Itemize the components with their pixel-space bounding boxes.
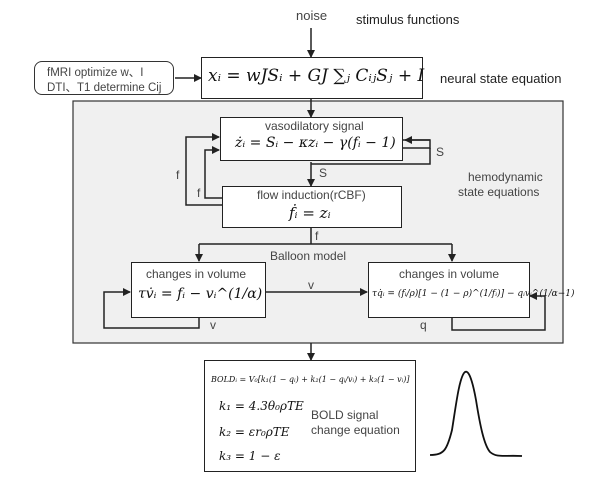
volume-left-title: changes in volume	[146, 267, 247, 281]
volume-left-equation: τv̇ᵢ = fᵢ − vᵢ^(1/α)	[138, 286, 263, 302]
loop-f-outer	[185, 133, 222, 206]
fmri-line1: fMRI optimize w、I	[47, 67, 144, 79]
edge-label-f-outer: f	[176, 168, 180, 182]
volume-right-box: changes in volume τq̇ᵢ = (fᵢ/ρ)[1 − (1 −…	[368, 262, 574, 318]
bold-response-curve	[429, 370, 523, 457]
edge-label-q: q	[420, 318, 427, 332]
flow-title: flow induction(rCBF)	[257, 188, 366, 202]
edge-label-f-inner: f	[197, 186, 201, 200]
vasodilatory-box: vasodilatory signal żᵢ = Sᵢ − κzᵢ − γ(fᵢ…	[220, 117, 403, 161]
neural-equation-box: xᵢ = wJSᵢ + GJ ∑ⱼ CᵢⱼSⱼ + I	[201, 57, 425, 99]
k1-equation: k₁ = 4.3θ₀ρTE	[219, 399, 304, 413]
neural-equation: xᵢ = wJSᵢ + GJ ∑ⱼ CᵢⱼSⱼ + I	[208, 66, 425, 86]
edge-label-v-top: v	[308, 278, 314, 292]
k2-equation: k₂ = εr₀ρTE	[219, 425, 290, 439]
balloon-label: Balloon model	[270, 249, 347, 263]
hemodynamic-label-2: state equations	[458, 185, 540, 199]
bold-label-2: change equation	[311, 423, 400, 437]
noise-label: noise	[296, 8, 328, 23]
bold-label-1: BOLD signal	[311, 408, 379, 422]
k3-equation: k₃ = 1 − ε	[219, 449, 281, 463]
vasodilatory-title: vasodilatory signal	[265, 119, 364, 133]
edge-label-f-mid: f	[315, 229, 319, 243]
edge-label-s-mid: S	[319, 166, 328, 180]
bold-box: BOLDᵢ = V₀[k₁(1 − qᵢ) + k₂(1 − qᵢ/vᵢ) + …	[204, 360, 416, 472]
vasodilatory-equation: żᵢ = Sᵢ − κzᵢ − γ(fᵢ − 1)	[235, 135, 396, 151]
loop-v-left	[103, 288, 200, 329]
volume-right-equation: τq̇ᵢ = (fᵢ/ρ)[1 − (1 − ρ)^(1/fᵢ)] − qᵢvᵢ…	[372, 289, 575, 299]
neural-label: neural state equation	[440, 71, 562, 86]
stimulus-label: stimulus functions	[356, 12, 460, 27]
fmri-line2: DTI、T1 determine Cij	[47, 82, 162, 94]
bold-equation: BOLDᵢ = V₀[k₁(1 − qᵢ) + k₂(1 − qᵢ/vᵢ) + …	[211, 375, 410, 384]
edge-label-s-right: S	[436, 145, 445, 159]
flow-box: flow induction(rCBF) ḟᵢ = zᵢ	[222, 186, 402, 228]
loop-f-inner	[204, 146, 222, 199]
volume-left-box: changes in volume τv̇ᵢ = fᵢ − vᵢ^(1/α)	[131, 262, 266, 318]
edge-label-v-bottom: v	[210, 318, 216, 332]
loop-q-right	[451, 292, 546, 331]
hemodynamic-label-1: hemodynamic	[468, 170, 543, 184]
volume-right-title: changes in volume	[399, 267, 500, 281]
fmri-box: fMRI optimize w、I DTI、T1 determine Cij	[34, 61, 174, 95]
flow-equation: ḟᵢ = zᵢ	[289, 204, 331, 222]
